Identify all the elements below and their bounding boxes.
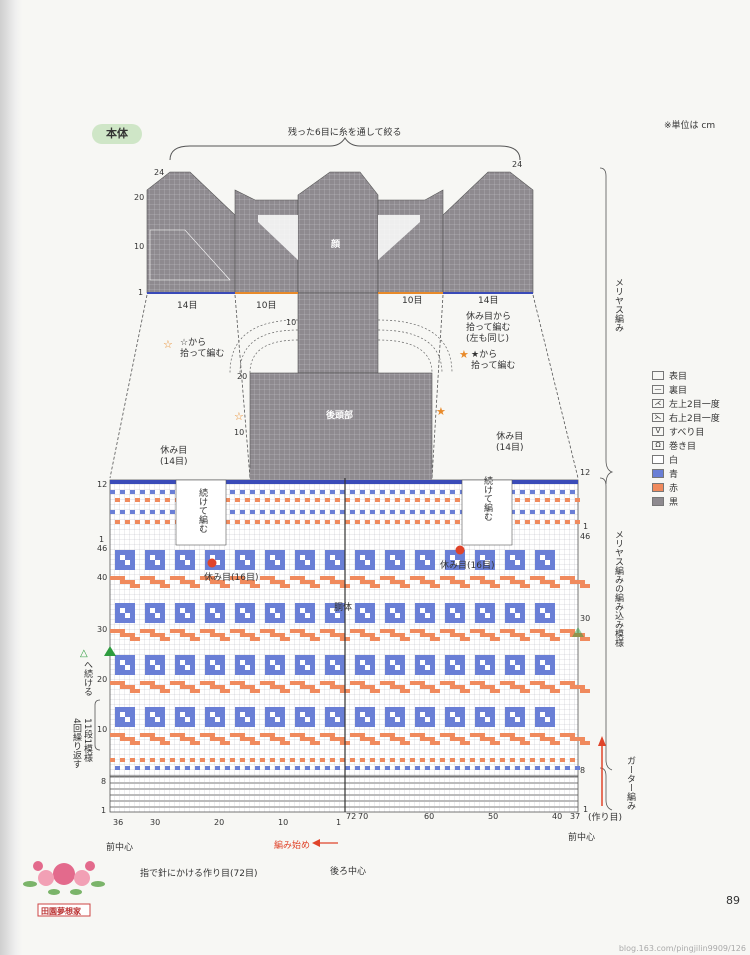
rest16-left-note: 休み目(16目) (204, 573, 259, 583)
right-10-label: 10目 (402, 296, 423, 306)
row-number: 20 (97, 675, 108, 684)
pickup-right-note: 休み目から 拾って編む (左も同じ) (466, 312, 512, 344)
row-number: 24 (154, 168, 165, 177)
left-step-inset (258, 215, 298, 260)
book-spine-shadow (0, 0, 22, 955)
garter-label: ガーター編み (625, 756, 635, 810)
row-number: 1 (583, 522, 589, 531)
body-label: 胴体 (334, 603, 353, 613)
left-ear-steps (149, 229, 231, 281)
row-number: 12 (580, 468, 591, 477)
left-armhole (175, 479, 227, 546)
back-center-label: 後ろ中心 (330, 867, 367, 877)
row-number: 8 (101, 777, 107, 786)
row-number: 1 (101, 806, 107, 815)
fairisle-label: メリヤス編みの編み込み模様 (613, 530, 623, 647)
right-step-inset (378, 215, 420, 260)
rest-left-note: 休み目 (14目) (160, 446, 188, 467)
left-ear (146, 171, 236, 294)
right-armhole (461, 479, 513, 546)
legend-item: —裏目 (652, 382, 742, 396)
left-10-label: 10目 (256, 301, 277, 311)
front-center-right: 前中心 (568, 833, 596, 843)
row-number: 46 (580, 532, 591, 541)
cast-on-rows-label: (作り目) (588, 813, 623, 823)
row-number: 10 (134, 242, 145, 251)
col-number: 30 (150, 818, 161, 827)
legend-item: 黒 (652, 494, 742, 508)
col-number: 10 (278, 818, 289, 827)
star-outline-icon: ☆ (234, 410, 244, 423)
top-bracket (169, 137, 521, 161)
row-number: 1 (138, 288, 144, 297)
legend-item: ⋋右上2目一度 (652, 410, 742, 424)
watermark: blog.163.com/pingjilin9909/126 (618, 944, 746, 953)
legend-item: 表目 (652, 368, 742, 382)
col-number: 70 (358, 812, 369, 821)
row-number: 20 (237, 372, 248, 381)
garter-band (109, 775, 579, 813)
right-ear (442, 171, 534, 294)
row-number: 10 (286, 318, 297, 327)
flower-logo (23, 861, 105, 917)
section-tag: 本体 (92, 124, 142, 144)
row-number: 30 (580, 614, 591, 623)
page-number: 89 (726, 894, 740, 907)
rest16-right-note: 休み目(16目) (440, 561, 495, 571)
triangle-icon: △ (80, 648, 88, 659)
star-filled-icon: ★ (436, 405, 446, 418)
unit-note: ※単位は cm (664, 121, 716, 131)
stockinette-label: メリヤス編み (613, 278, 623, 332)
col-number: 36 (113, 818, 124, 827)
legend-item: ⋌左上2目一度 (652, 396, 742, 410)
top-band (110, 480, 578, 484)
row-number: 1 (583, 805, 589, 814)
legend-item: 赤 (652, 480, 742, 494)
start-label: 編み始め (274, 841, 311, 851)
col-number: 50 (488, 812, 499, 821)
star-outline-icon: ☆ (163, 338, 173, 351)
logo-text: 田園夢想家 (41, 907, 81, 916)
neck-column (297, 292, 379, 374)
left-14-label: 14目 (177, 301, 198, 311)
legend-item: 白 (652, 452, 742, 466)
continue-left-note: 続けて編む (197, 488, 207, 533)
row-number: 30 (97, 625, 108, 634)
front-center-left: 前中心 (106, 843, 134, 853)
continue-right-note: 続けて編む (482, 476, 492, 521)
row-number: 46 (97, 544, 108, 553)
star-right-note: ★から 拾って編む (471, 350, 516, 371)
row-number: 24 (512, 160, 523, 169)
back-head-block (249, 372, 433, 479)
top-note: 残った6目に糸を通して絞る (288, 128, 402, 138)
row-number: 10 (97, 725, 108, 734)
star-left-note: ☆から 拾って編む (180, 338, 225, 359)
star-filled-icon: ★ (459, 348, 469, 361)
face-top (297, 171, 379, 294)
row-number: 12 (97, 480, 108, 489)
col-number: 37 (570, 812, 581, 821)
row-number: 20 (134, 193, 145, 202)
row-number: 1 (99, 535, 105, 544)
col-number: 60 (424, 812, 435, 821)
repeat-note: 11段1模様 4回繰り返す (71, 718, 92, 769)
col-number: 20 (214, 818, 225, 827)
face-label: 顔 (331, 240, 341, 250)
join-note: へ続ける (82, 660, 92, 696)
legend-item: 青 (652, 466, 742, 480)
row-number: 40 (97, 573, 108, 582)
cast-on-label: 指で針にかける作り目(72目) (140, 869, 258, 879)
col-number: 1 (336, 818, 342, 827)
col-number: 72 (346, 812, 357, 821)
rest-right-note: 休み目 (14目) (496, 432, 524, 453)
right-14-label: 14目 (478, 296, 499, 306)
row-number: 10 (234, 428, 245, 437)
back-head-label: 後頭部 (326, 411, 354, 421)
row-number: 8 (580, 766, 586, 775)
col-number: 40 (552, 812, 563, 821)
